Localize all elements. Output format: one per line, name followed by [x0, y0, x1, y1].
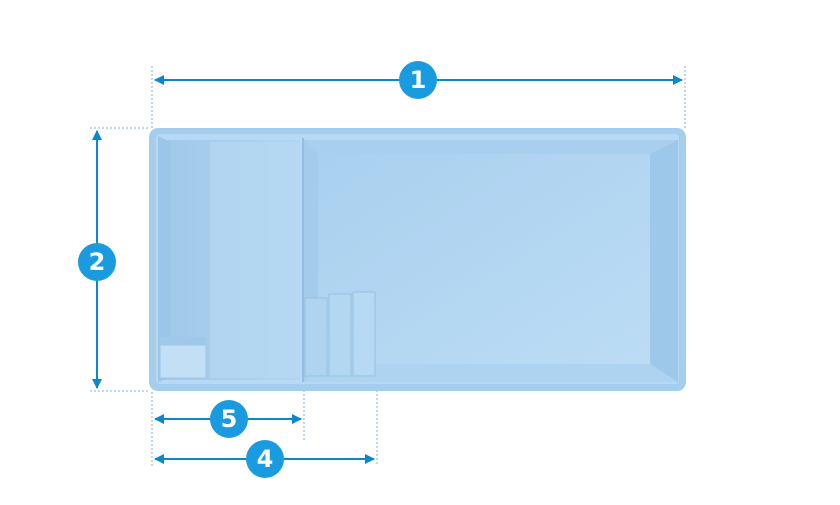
dimension-badge-length: 1	[399, 61, 437, 99]
pool-steps	[304, 291, 376, 377]
step-1	[304, 297, 328, 377]
dimension-badge-bench: 5	[210, 400, 248, 438]
main-wall-right	[650, 140, 678, 382]
bench-inner	[210, 142, 300, 378]
main-wall-bottom	[303, 364, 678, 382]
bench-wall-left	[158, 136, 170, 382]
step-2	[328, 293, 352, 377]
dimension-badge-width: 2	[78, 243, 116, 281]
corner-seat-front	[159, 344, 207, 379]
extension-guides	[90, 66, 686, 466]
main-wall-top	[303, 140, 678, 154]
step-3	[352, 291, 376, 377]
main-floor	[318, 154, 650, 364]
corner-seat-top	[160, 337, 206, 345]
dimension-badge-steps: 4	[246, 440, 284, 478]
pool-shell	[149, 128, 686, 391]
corner-seat	[159, 337, 207, 379]
